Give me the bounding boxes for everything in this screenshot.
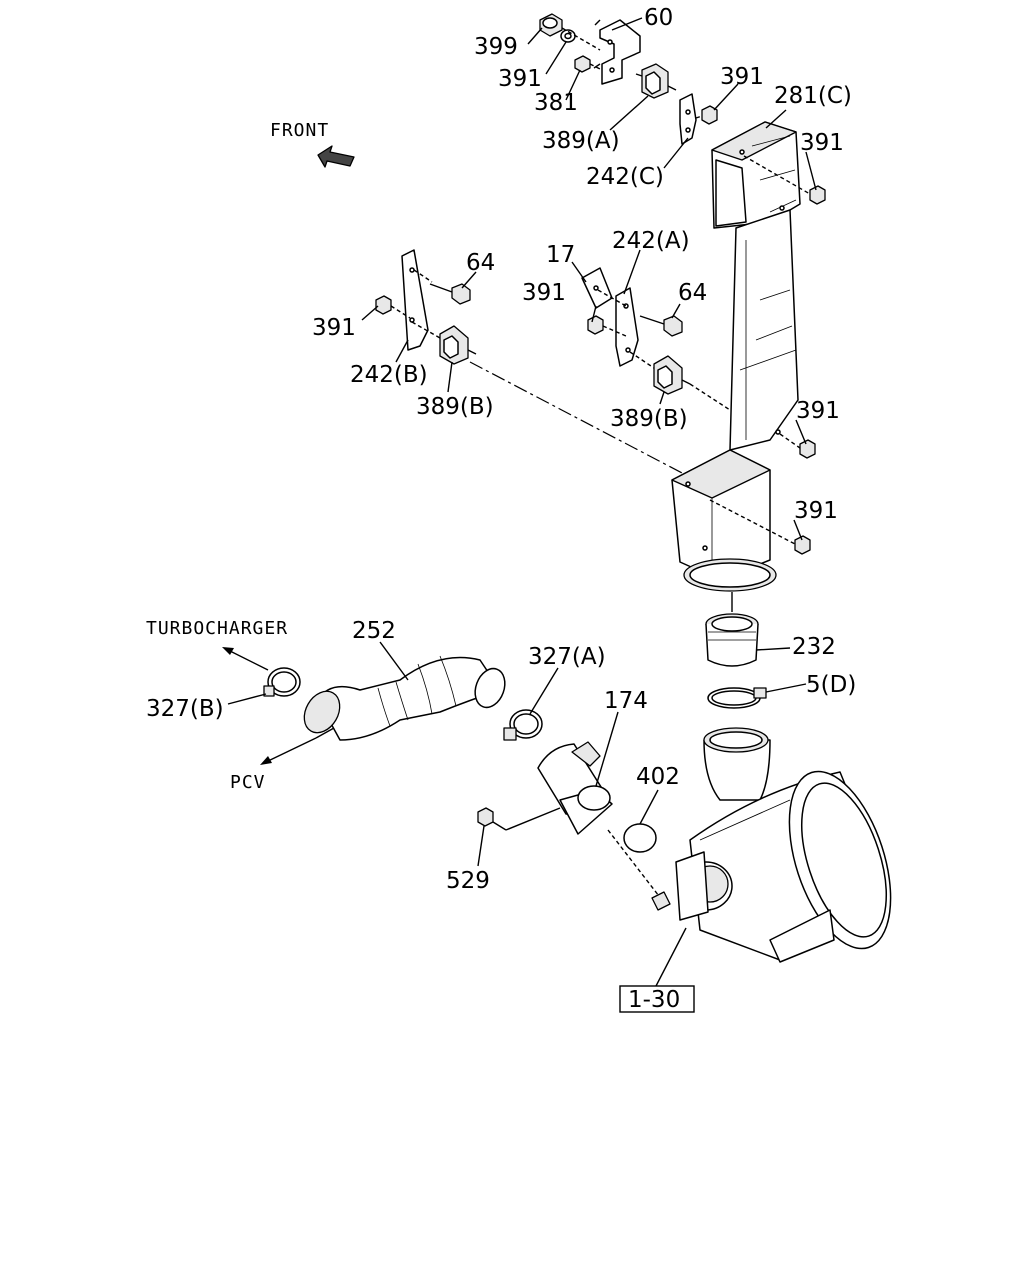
- turbocharger-label: TURBOCHARGER: [146, 618, 288, 639]
- pcv-label: PCV: [230, 772, 266, 793]
- assembly-line: [469, 361, 685, 475]
- part-label-381: 381: [534, 90, 578, 116]
- part-label-5d: 5(D): [806, 672, 856, 698]
- bracket-242c-group: [679, 93, 718, 145]
- part-label-242b: 242(B): [350, 362, 428, 388]
- intake-hose-252: [303, 655, 506, 741]
- clamp-327a: [503, 709, 543, 741]
- part-label-242c: 242(C): [586, 164, 664, 190]
- part-label-391: 391: [522, 280, 566, 306]
- hose-232-group: [705, 592, 767, 709]
- part-label-252: 252: [352, 618, 396, 644]
- front-label: FRONT: [270, 120, 329, 141]
- part-label-174: 174: [604, 688, 648, 714]
- part-label-391: 391: [498, 66, 542, 92]
- bracket-242b-group: [375, 249, 477, 365]
- part-label-242a: 242(A): [612, 228, 690, 254]
- bracket-242a-group: [581, 267, 731, 411]
- maf-sensor-174: [537, 741, 613, 835]
- front-arrow-icon: [317, 145, 355, 168]
- part-label-389b: 389(B): [610, 406, 688, 432]
- part-label-391: 391: [312, 315, 356, 341]
- o-ring-402: [623, 823, 657, 853]
- part-label-327b: 327(B): [146, 696, 224, 722]
- upper-bracket-group: [539, 13, 677, 99]
- clamp-327b: [263, 667, 301, 697]
- part-label-60: 60: [644, 5, 673, 31]
- part-label-232: 232: [792, 634, 836, 660]
- part-label-391: 391: [794, 498, 838, 524]
- part-label-391: 391: [800, 130, 844, 156]
- nut-529: [477, 807, 561, 831]
- part-label-389b: 389(B): [416, 394, 494, 420]
- reference-label: 1-30: [628, 987, 680, 1013]
- part-label-17: 17: [546, 242, 575, 268]
- pcv-arrow-icon: [260, 737, 317, 765]
- part-label-64: 64: [466, 250, 495, 276]
- part-label-391: 391: [796, 398, 840, 424]
- part-label-391: 391: [720, 64, 764, 90]
- part-label-281c: 281(C): [774, 83, 852, 109]
- leader-lines: [227, 17, 817, 987]
- reference-box[interactable]: 1-30: [619, 985, 695, 1013]
- air-cleaner-housing: [675, 727, 892, 963]
- part-label-327a: 327(A): [528, 644, 606, 670]
- part-label-389a: 389(A): [542, 128, 620, 154]
- part-label-529: 529: [446, 868, 490, 894]
- part-label-64: 64: [678, 280, 707, 306]
- part-label-399: 399: [474, 34, 518, 60]
- intake-duct-281c: [671, 121, 826, 592]
- part-label-402: 402: [636, 764, 680, 790]
- turbocharger-arrow-icon: [222, 647, 269, 671]
